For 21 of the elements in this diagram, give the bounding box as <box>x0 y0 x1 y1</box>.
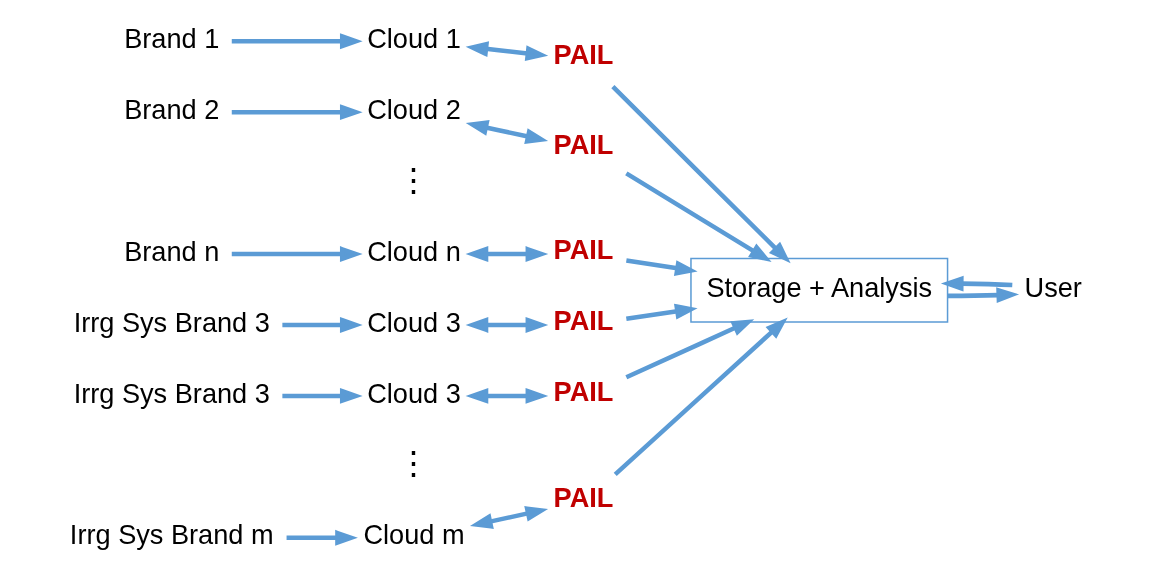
node-text: Cloud 1 <box>367 22 461 54</box>
node-text: PAIL <box>553 234 614 266</box>
node-text: Cloud 3 <box>367 306 461 338</box>
node-text: PAIL <box>553 481 614 513</box>
node-text: PAIL <box>553 305 614 337</box>
node-text: PAIL <box>553 128 614 160</box>
node-text: PAIL <box>553 376 614 408</box>
node-text: Cloud 2 <box>367 93 461 125</box>
label: ⋮ <box>397 445 431 483</box>
node-text: Brand 1 <box>124 22 220 54</box>
node-text: Irrg Sys Brand 3 <box>73 306 270 338</box>
node-text: Cloud 3 <box>367 377 461 409</box>
label: ⋮ <box>397 161 431 199</box>
node-text: Brand 2 <box>124 93 220 125</box>
node-text: Cloud n <box>367 235 461 267</box>
node-text: Irrg Sys Brand 3 <box>73 377 270 409</box>
node-text: User <box>1024 271 1082 303</box>
node-text: PAIL <box>553 39 614 71</box>
node-text: Irrg Sys Brand m <box>69 519 274 551</box>
node-text: Brand n <box>124 235 220 267</box>
node-text: Cloud m <box>363 519 465 551</box>
